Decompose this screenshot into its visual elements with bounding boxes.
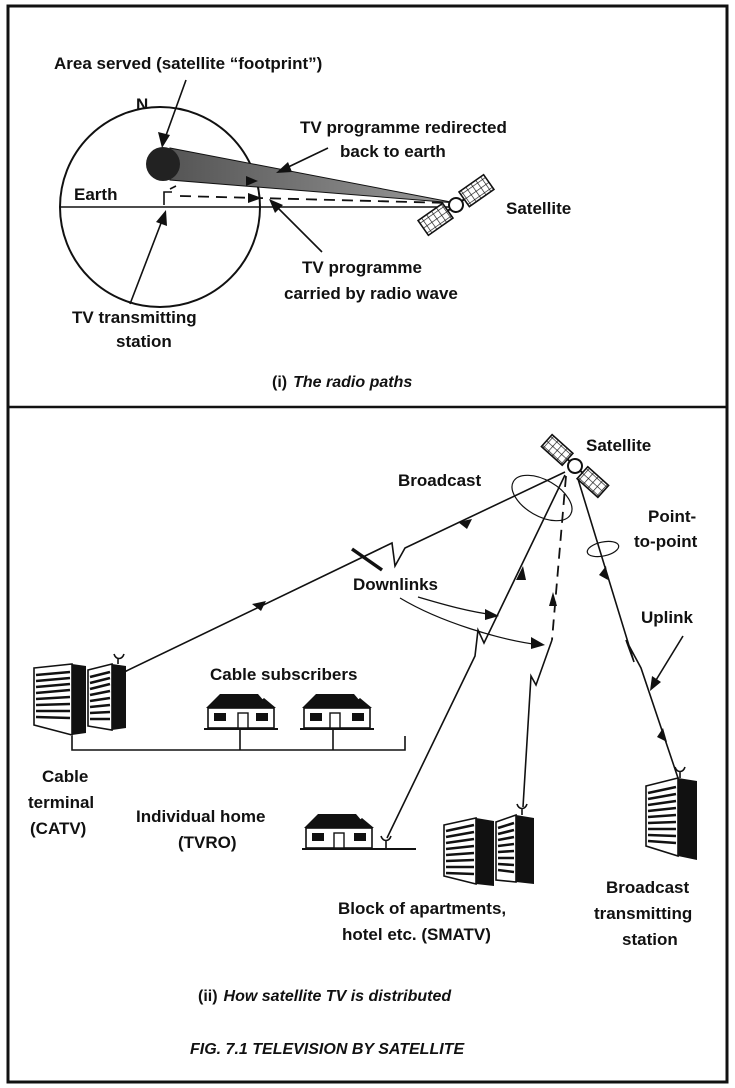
- satellite-label-1: Satellite: [506, 199, 571, 218]
- beam-arrow: [246, 176, 258, 186]
- broadcast-station-label-1: Broadcast: [606, 878, 689, 897]
- figure-caption: FIG. 7.1 TELEVISION BY SATELLITE: [190, 1041, 465, 1058]
- redirected-label-line-1: TV programme redirected: [300, 118, 507, 137]
- footprint-label: Area served (satellite “footprint”): [54, 54, 322, 73]
- redirected-arrowhead: [276, 162, 292, 173]
- footprint-spot: [146, 147, 180, 181]
- home-downlink: [386, 474, 566, 839]
- cable-terminal-building: [33, 653, 126, 737]
- uplink-dashed-line: [179, 195, 451, 204]
- apartments-downlink-arrow: [549, 592, 557, 606]
- broadcast-station-building: [645, 766, 697, 860]
- carried-label-line-1: TV programme: [302, 258, 422, 277]
- apartments-label-2: hotel etc. (SMATV): [342, 925, 491, 944]
- p2p-label-line-2: to-point: [634, 532, 698, 551]
- station-label-line-1: TV transmitting: [72, 308, 197, 327]
- downlinks-arrowhead-2: [531, 637, 545, 649]
- redirected-label-line-2: back to earth: [340, 142, 446, 161]
- panel2-caption: (ii) How satellite TV is distributed: [198, 988, 452, 1005]
- broadcast-beam-ellipse: [511, 474, 573, 522]
- panel2-caption-text: How satellite TV is distributed: [224, 988, 453, 1005]
- carried-pointer: [273, 203, 323, 253]
- downlinks-arrowhead-1: [485, 609, 499, 620]
- cable-terminal-label-1: Cable: [42, 767, 88, 786]
- figure-frame: [6, 4, 729, 1084]
- apartments-downlink-dashed: [551, 475, 567, 641]
- uplink-pointer-arrowhead: [650, 676, 661, 691]
- downlinks-pointer-2: [399, 597, 541, 646]
- station-dish-icon: [674, 766, 686, 778]
- p2p-label-line-1: Point-: [648, 507, 696, 526]
- carried-arrowhead: [269, 199, 283, 213]
- panel1-caption: (i) The radio paths: [272, 374, 412, 391]
- cable-downlink-arrow-2: [252, 601, 266, 611]
- downlinks-pointer-1: [417, 596, 496, 616]
- broadcast-label: Broadcast: [398, 471, 481, 490]
- panel1-caption-num: (i): [272, 374, 287, 391]
- subscriber-house-2: [300, 694, 374, 730]
- uplink-pointer: [652, 635, 684, 686]
- earth-label: Earth: [74, 185, 117, 204]
- panel2-caption-num: (ii): [198, 988, 218, 1005]
- cable-downlink-marker: [350, 547, 384, 572]
- panel1-caption-text: The radio paths: [293, 374, 412, 391]
- station-label-line-2: station: [116, 332, 172, 351]
- subscriber-house-1: [204, 694, 278, 730]
- p2p-beam-ellipse: [586, 540, 620, 558]
- home-dish-icon: [380, 835, 392, 848]
- downlinks-label: Downlinks: [353, 575, 438, 594]
- station-pointer: [129, 217, 164, 305]
- cable-terminal-label-3: (CATV): [30, 819, 86, 838]
- carried-label-line-2: carried by radio wave: [284, 284, 458, 303]
- uplink-arrow-1: [657, 728, 667, 742]
- uplink-path: [577, 478, 679, 779]
- uplink-arrow: [248, 193, 262, 203]
- apartments-label-1: Block of apartments,: [338, 899, 506, 918]
- cable-network: [71, 736, 406, 751]
- broadcast-station-label-2: transmitting: [594, 904, 692, 923]
- apartment-dish-icon: [516, 803, 528, 815]
- broadcast-station-label-3: station: [622, 930, 678, 949]
- apartments-downlink: [522, 639, 553, 808]
- cable-downlink-arrow-1: [458, 519, 472, 529]
- satellite-label-2: Satellite: [586, 436, 651, 455]
- apartment-building: [443, 803, 534, 886]
- individual-home: [302, 814, 416, 850]
- panel-distribution: Satellite Broadcast Point- to-point Down…: [28, 433, 698, 1058]
- footprint-arrowhead: [158, 132, 170, 148]
- station-arrowhead: [156, 210, 167, 226]
- individual-home-label-2: (TVRO): [178, 833, 237, 852]
- home-downlink-arrow: [516, 566, 526, 580]
- satellite-icon-2: [540, 433, 610, 499]
- uplink-label: Uplink: [641, 608, 693, 627]
- footprint-pointer: [163, 79, 187, 142]
- tv-station-icon: [163, 185, 177, 205]
- uplink-arrow-2: [599, 566, 608, 580]
- panel-radio-paths: Area served (satellite “footprint”) N Ea…: [8, 54, 727, 409]
- cable-terminal-label-2: terminal: [28, 793, 94, 812]
- cable-downlink: [117, 471, 566, 676]
- individual-home-label-1: Individual home: [136, 807, 265, 826]
- satellite-icon: [416, 173, 496, 237]
- cable-subscribers-label: Cable subscribers: [210, 665, 357, 684]
